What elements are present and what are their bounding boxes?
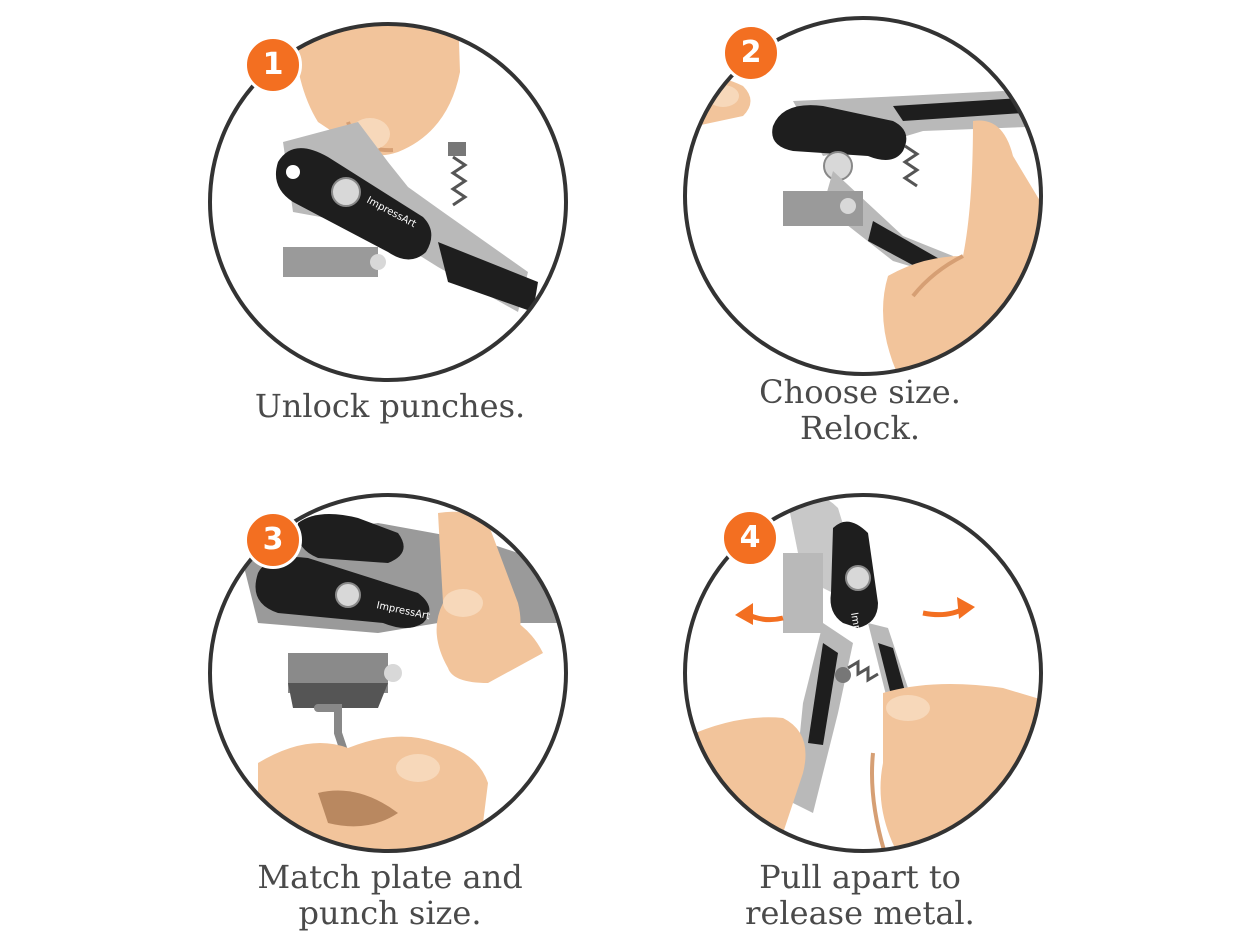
step-2-illustration: ImpressArt [683, 16, 1043, 376]
step-3-caption-line-1: Match plate and [257, 858, 523, 896]
step-1-number-badge: 1 [244, 36, 302, 94]
step-4-number-badge: 4 [721, 509, 779, 567]
step-3-caption-line-2: punch size. [298, 894, 482, 932]
step-1-illustration: ImpressArt [208, 22, 568, 382]
step-4-illustration: ImpressArt [683, 493, 1043, 853]
step-3-illustration: ImpressArt [208, 493, 568, 853]
step-4-caption: Pull apart to release metal. [660, 859, 1060, 931]
step-1-caption-line-1: Unlock punches. [254, 387, 526, 425]
step-4: ImpressArt 4 Pull apart to release metal… [625, 469, 1250, 938]
step-1-caption: Unlock punches. [190, 388, 590, 424]
step-2-number-badge: 2 [722, 24, 780, 82]
step-3: ImpressArt 3 Match plate and punch size. [0, 469, 625, 938]
step-2-caption: Choose size. Relock. [660, 374, 1060, 446]
step-3-caption: Match plate and punch size. [190, 859, 590, 931]
step-2-caption-line-1: Choose size. [759, 373, 961, 411]
step-2: ImpressArt 2 Choose size. Relock. [625, 0, 1250, 469]
step-3-number-badge: 3 [244, 511, 302, 569]
step-2-caption-line-2: Relock. [799, 409, 920, 447]
step-1: ImpressArt 1 Unlock punches. [0, 0, 625, 469]
step-4-caption-line-2: release metal. [745, 894, 975, 932]
step-4-caption-line-1: Pull apart to [759, 858, 961, 896]
